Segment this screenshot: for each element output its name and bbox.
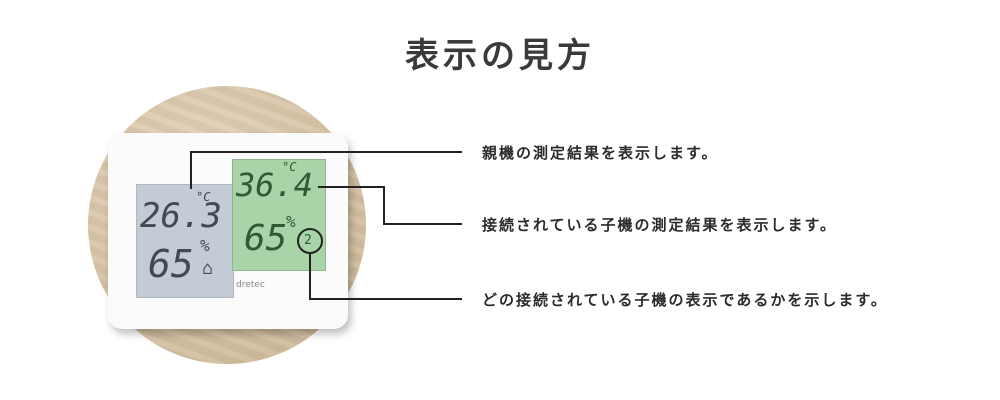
parent-humidity: 65 <box>148 242 194 286</box>
child-humidity-unit: % <box>286 212 296 231</box>
parent-temperature: 26.3 <box>140 196 222 236</box>
callout-line-child-top <box>318 186 384 188</box>
parent-temperature-unit: °C <box>196 190 211 204</box>
annotation-parent: 親機の測定結果を表示します。 <box>482 144 719 162</box>
channel-highlight-circle <box>297 228 323 254</box>
house-icon: ⌂ <box>202 258 213 279</box>
callout-line-channel-vertical <box>309 252 311 299</box>
brand-logo: dretec <box>236 280 265 290</box>
parent-humidity-unit: % <box>200 236 210 255</box>
callout-line-parent-vertical <box>190 151 192 189</box>
callout-line-parent-horizontal <box>190 151 462 153</box>
callout-line-child-vertical <box>383 186 385 224</box>
child-temperature-unit: °C <box>282 160 297 174</box>
callout-line-child-horizontal <box>383 223 462 225</box>
annotation-child: 接続されている子機の測定結果を表示します。 <box>482 216 838 234</box>
page-title: 表示の見方 <box>405 36 595 76</box>
callout-line-channel-horizontal <box>309 298 462 300</box>
child-temperature: 36.4 <box>236 166 314 204</box>
annotation-channel: どの接続されている子機の表示であるかを示します。 <box>482 291 888 309</box>
child-humidity: 65 <box>244 218 288 259</box>
